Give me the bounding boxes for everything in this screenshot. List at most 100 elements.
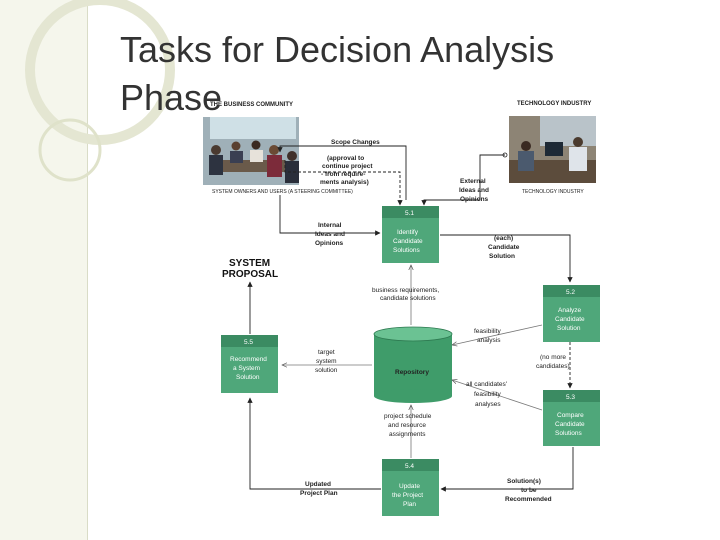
photo-person-5	[287, 151, 297, 161]
photo-right-person-2-body	[569, 147, 587, 171]
photo-left-window	[210, 117, 296, 139]
all-candidates-3: analyses	[475, 401, 501, 408]
approval-line-1: (approval to	[327, 155, 364, 162]
box-5-5-header	[221, 335, 278, 347]
project-schedule-1: project schedule	[384, 413, 432, 420]
photo-person-1-body	[209, 155, 223, 175]
process-box-5-1: 5.1 Identify Candidate Solutions	[382, 206, 439, 263]
box-5-2-line-2: Candidate	[555, 316, 585, 323]
box-5-3-line-1: Compare	[557, 412, 584, 419]
external-ideas-1: External	[460, 178, 486, 185]
process-box-5-3: 5.3 Compare Candidate Solutions	[543, 390, 600, 446]
target-3: solution	[315, 367, 338, 374]
technology-industry-photo	[509, 116, 596, 183]
box-5-1-line-2: Candidate	[393, 238, 423, 245]
each-candidate-3: Solution	[489, 253, 515, 260]
repository-bottom	[374, 389, 452, 403]
box-5-3-header	[543, 390, 600, 402]
photo-person-3	[251, 140, 261, 150]
external-ideas-line	[421, 154, 505, 206]
photo-person-2-body	[230, 151, 243, 163]
header-business-community: THE BUSINESS COMMUNITY	[210, 102, 293, 108]
each-candidate-2: Candidate	[488, 244, 520, 251]
target-1: target	[318, 349, 335, 356]
caption-system-owners: SYSTEM OWNERS AND USERS (A STEERING COMM…	[212, 189, 353, 195]
box-5-5-line-2: a System	[233, 365, 260, 372]
process-box-5-5: 5.5 Recommend a System Solution	[221, 335, 278, 393]
feasibility-1: feasibility	[474, 328, 501, 335]
deco-circle-large	[25, 0, 175, 145]
each-candidate-line	[440, 234, 573, 283]
box-5-4-num: 5.4	[405, 463, 414, 470]
box-5-1-num: 5.1	[405, 210, 414, 217]
all-candidates-line	[452, 380, 543, 411]
no-more-2: candidates)	[536, 363, 570, 370]
process-box-5-2: 5.2 Analyze Candidate Solution	[543, 285, 600, 342]
updated-plan-2: Project Plan	[300, 490, 338, 497]
feasibility-2: analysis	[477, 337, 501, 344]
decorative-circles	[25, 0, 175, 182]
title-line-1: Tasks for Decision Analysis	[120, 29, 555, 70]
external-ideas-3: Opinions	[460, 196, 489, 203]
solutions-rec-3: Recommended	[505, 496, 552, 503]
no-more-1: (no more	[540, 354, 566, 361]
photo-right-person-1-body	[518, 151, 534, 171]
box-5-5-line-3: Solution	[236, 374, 260, 381]
repository-top	[373, 326, 453, 342]
photo-right-monitor	[545, 142, 563, 156]
project-schedule-2: and resource	[388, 422, 426, 429]
photo-person-5-body	[285, 161, 299, 183]
solutions-rec-1: Solution(s)	[507, 478, 541, 485]
scope-changes-line	[277, 145, 407, 200]
box-5-4-line-1: Update	[399, 483, 420, 490]
internal-ideas-1: Internal	[318, 222, 342, 229]
project-schedule-3: assignments	[389, 431, 426, 438]
feasibility-line	[452, 324, 543, 345]
scope-changes-label: Scope Changes	[331, 139, 380, 146]
approval-line-2: continue project	[322, 163, 373, 170]
external-ideas-source-dot	[502, 152, 508, 158]
left-divider-line	[87, 0, 88, 540]
internal-ideas-3: Opinions	[315, 240, 344, 247]
deco-circle-small	[38, 118, 102, 182]
repository-label: Repository	[395, 369, 429, 376]
box-5-4-line-2: the Project	[392, 492, 423, 499]
repository-cylinder: Repository	[373, 326, 453, 403]
photo-person-4	[269, 145, 279, 155]
box-5-2-line-3: Solution	[557, 325, 581, 332]
business-req-1: business requirements,	[372, 287, 439, 294]
solutions-rec-line	[440, 447, 574, 492]
updated-plan-1: Updated	[305, 481, 331, 488]
all-candidates-2: feasibility	[474, 391, 501, 398]
all-candidates-1: all candidates'	[466, 381, 507, 388]
updated-plan-line	[247, 397, 381, 490]
system-proposal-line-2: PROPOSAL	[222, 269, 278, 280]
approval-line-3: - from require-	[321, 171, 365, 178]
box-5-2-header	[543, 285, 600, 297]
box-5-3-line-3: Solutions	[555, 430, 582, 437]
box-5-4-line-3: Plan	[403, 501, 416, 508]
box-5-3-line-2: Candidate	[555, 421, 585, 428]
approval-line-4: ments analysis)	[320, 179, 369, 186]
approval-line	[284, 160, 403, 206]
box-5-1-header	[382, 206, 439, 218]
target-2: system	[316, 358, 337, 365]
photo-right-person-2	[573, 137, 583, 147]
each-candidate-1: (each)	[494, 235, 513, 242]
photo-person-3-body	[250, 150, 263, 162]
business-meeting-photo	[203, 117, 299, 185]
box-5-2-line-1: Analyze	[558, 307, 582, 314]
box-5-4-header	[382, 459, 439, 471]
internal-ideas-2: Ideas and	[315, 231, 345, 238]
box-5-3-num: 5.3	[566, 394, 575, 401]
internal-ideas-line	[279, 195, 381, 236]
business-req-2: candidate solutions	[380, 295, 436, 302]
box-5-5-num: 5.5	[244, 339, 253, 346]
header-technology-industry: TECHNOLOGY INDUSTRY	[517, 101, 591, 107]
left-decorative-band	[0, 0, 87, 540]
photo-right-window	[540, 116, 596, 146]
photo-person-1	[211, 145, 221, 155]
process-box-5-4: 5.4 Update the Project Plan	[382, 459, 439, 516]
repository-body	[374, 334, 452, 396]
